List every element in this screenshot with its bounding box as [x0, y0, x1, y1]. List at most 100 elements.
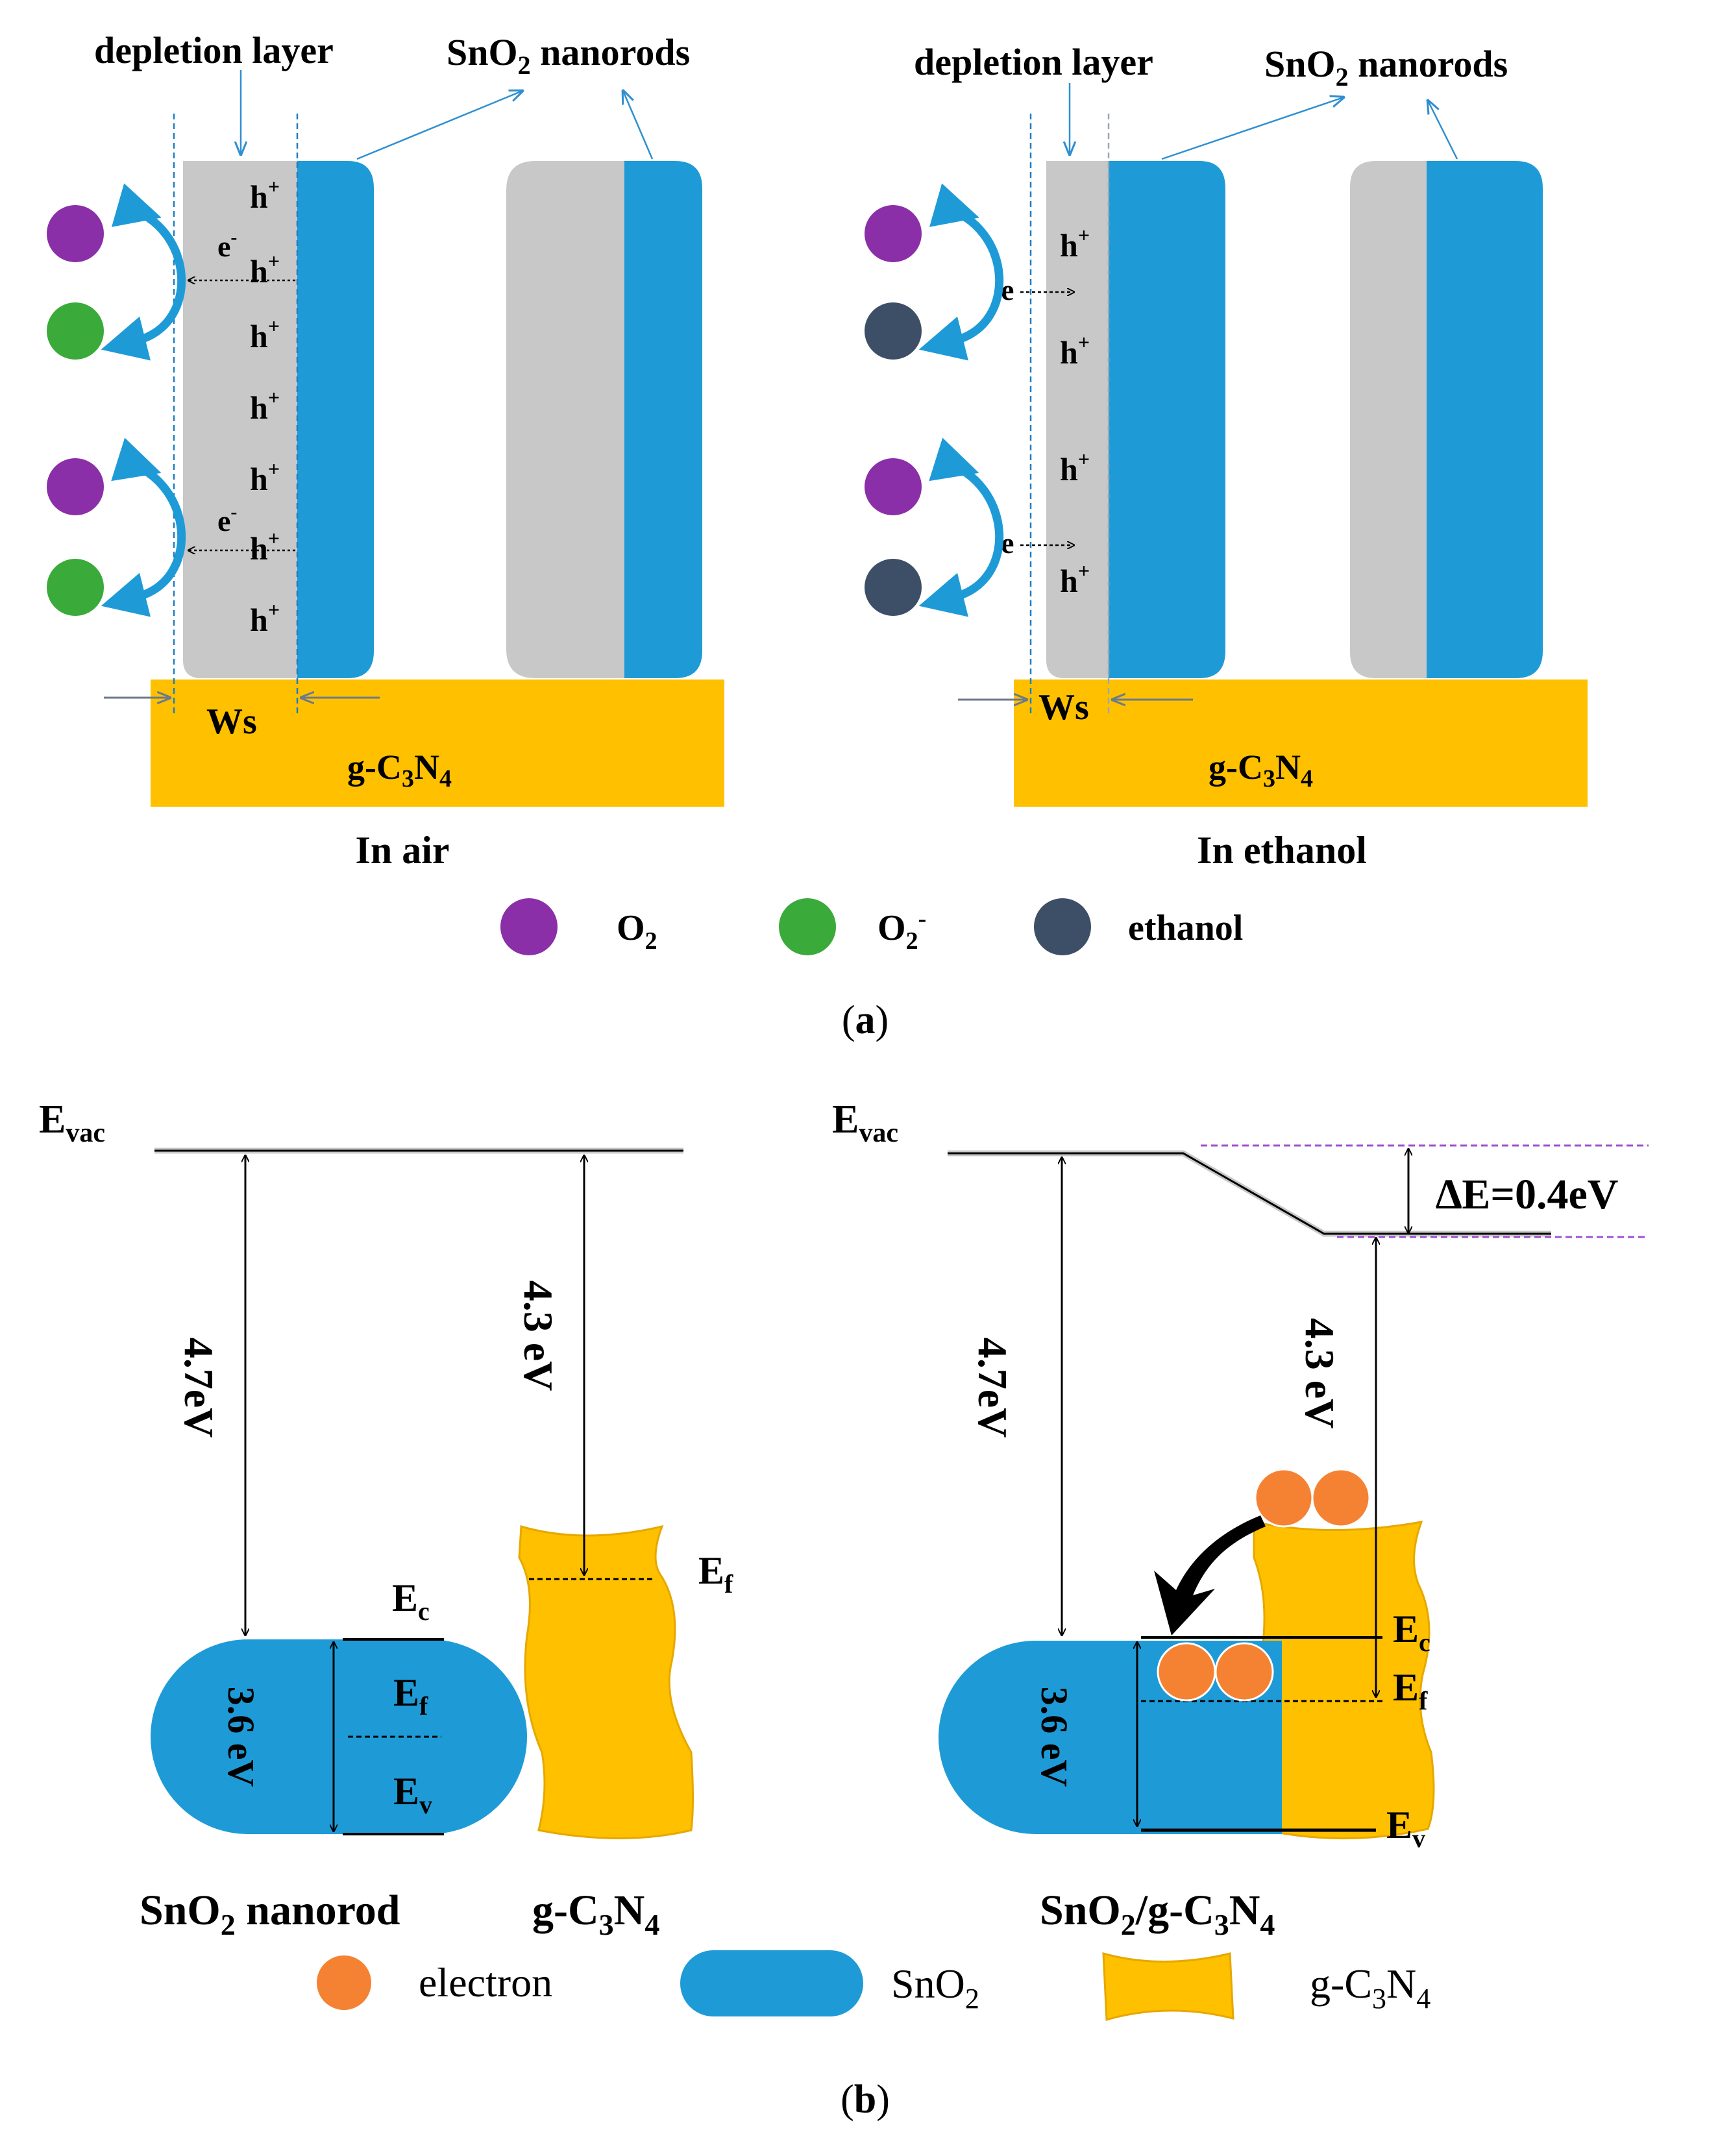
ev-label: Ev: [1386, 1804, 1425, 1853]
hole-7: h+: [250, 598, 280, 638]
sno2-nanorod: [1109, 161, 1225, 678]
o2-molecule-2: [47, 458, 104, 515]
delta-e-label: ∆E=0.4eV: [1436, 1171, 1618, 1218]
electron-label-1: e-: [217, 227, 237, 263]
legend-sno2-swatch: [680, 1950, 863, 2016]
hole-5: h+: [250, 457, 280, 497]
sno2-band-body: [151, 1639, 527, 1834]
o2-molecule-1: [47, 205, 104, 262]
sno2-work-function-label: 4.7eV: [176, 1338, 222, 1438]
electron-label-1: e: [1001, 273, 1014, 306]
sno2-bandgap-label: 3.6 eV: [220, 1687, 262, 1787]
nanorods-label: SnO2 nanorods: [1264, 43, 1508, 92]
nanorod-2-sno2: [624, 161, 702, 678]
adsorption-arrow-2: [101, 437, 186, 617]
electron-gcn-2: [1311, 1468, 1371, 1528]
substrate-label: g-C3N4: [1209, 748, 1313, 792]
electron-gcn-1: [1254, 1468, 1314, 1528]
o2-minus-molecule-1: [47, 302, 104, 360]
ef-label-gcn: Ef: [698, 1549, 733, 1599]
panel-b-legend: electron SnO2 g-C3N4: [317, 1950, 1430, 2021]
nanorods-pointer-2: [623, 91, 654, 160]
nanorod-2-depletion: [506, 161, 624, 678]
hole-3: h+: [1060, 447, 1090, 487]
legend-o2-minus-swatch: [779, 898, 836, 955]
vacuum-level-bent-core: [948, 1152, 1551, 1235]
ec-label: Ec: [392, 1576, 430, 1626]
caption-in-ethanol: In ethanol: [1197, 829, 1367, 872]
gcn-work-function-label: 4.3 eV: [515, 1280, 561, 1391]
sno2-nanorod: [297, 161, 374, 678]
hole-3: h+: [250, 314, 280, 354]
ws-label: Ws: [1038, 687, 1089, 728]
hole-1: h+: [1060, 223, 1090, 263]
hole-6: h+: [250, 526, 280, 567]
gcn-work-function-label: 4.3 eV: [1297, 1318, 1343, 1429]
nanorods-pointer-1: [1161, 97, 1344, 160]
depletion-layer: [1046, 161, 1109, 678]
legend-ethanol-swatch: [1034, 898, 1091, 955]
evac-label: Evac: [39, 1097, 105, 1148]
caption-in-air: In air: [355, 829, 449, 872]
nanorods-pointer-1: [356, 91, 522, 160]
sno2-work-function-label: 4.7eV: [970, 1338, 1016, 1438]
panel-b-left: Evac 3.6 eV 4.7eV Ec Ef Ev 4.3 eV Ef SnO…: [39, 1097, 733, 1941]
panel-a-label: (a): [842, 998, 889, 1042]
nanorod-2-depletion: [1350, 161, 1427, 678]
reaction-arrow-2: [918, 437, 1004, 617]
evac-label: Evac: [832, 1097, 898, 1148]
holes: h+ h+ h+ h+ h+ h+ h+: [250, 175, 280, 638]
ev-label: Ev: [393, 1770, 432, 1819]
depletion-layer: [183, 161, 297, 678]
hole-1: h+: [250, 175, 280, 215]
hole-2: h+: [250, 249, 280, 289]
panel-b-right: Evac ∆E=0.4eV 3.6 eV 4.7eV 4.3 eV Ec Ef …: [832, 1097, 1649, 1941]
ec-label: Ec: [1393, 1608, 1430, 1657]
heterojunction-label: SnO2/g-C3N4: [1040, 1887, 1275, 1941]
holes: h+ h+ h+ h+: [1060, 223, 1090, 599]
nanorods-pointer-2: [1428, 101, 1458, 160]
hole-2: h+: [1060, 330, 1090, 371]
electron-label-2: e: [1001, 526, 1014, 559]
ws-label: Ws: [206, 702, 257, 742]
panel-a-right: depletion layer SnO2 nanorods h+ h+ h+ h…: [865, 41, 1588, 872]
ef-label: Ef: [1393, 1666, 1428, 1715]
sno2-nanorod-label: SnO2 nanorod: [140, 1887, 400, 1941]
panel-b-label: (b): [841, 2077, 890, 2122]
panel-a-left: depletion layer SnO2 nanorods h+ h+ h+ h…: [47, 29, 724, 872]
bandgap-label: 3.6 eV: [1033, 1687, 1075, 1787]
legend-gcn-label: g-C3N4: [1310, 1961, 1430, 2015]
gcn-label: g-C3N4: [532, 1887, 659, 1941]
legend-o2-label: O2: [617, 908, 657, 955]
panel-a-legend: O2 O2- ethanol: [500, 898, 1243, 955]
legend-gcn-swatch: [1102, 1952, 1234, 2021]
o2-molecule-2: [865, 458, 922, 515]
substrate-gcn: [151, 680, 724, 807]
electron-label-2: e-: [217, 501, 237, 537]
nanorod-2-sno2: [1427, 161, 1543, 678]
nanorods-label: SnO2 nanorods: [447, 31, 690, 80]
depletion-layer-label: depletion layer: [94, 29, 334, 71]
substrate-label: g-C3N4: [347, 748, 452, 792]
legend-electron-swatch: [317, 1955, 371, 2010]
ethanol-molecule-1: [865, 302, 922, 360]
o2-molecule-1: [865, 205, 922, 262]
depletion-layer-label: depletion layer: [914, 41, 1153, 83]
hole-4: h+: [250, 386, 280, 426]
adsorption-arrow-1: [101, 183, 186, 361]
electron-sno2-1: [1157, 1642, 1216, 1702]
legend-electron-label: electron: [419, 1959, 552, 2005]
ef-label-sno2: Ef: [393, 1671, 428, 1721]
electron-transfer-arrow: [1154, 1515, 1266, 1635]
legend-o2-minus-label: O2-: [878, 905, 926, 955]
legend-ethanol-label: ethanol: [1128, 908, 1243, 948]
o2-minus-molecule-2: [47, 559, 104, 616]
substrate-gcn: [1014, 680, 1588, 807]
hole-4: h+: [1060, 559, 1090, 599]
electron-sno2-2: [1214, 1642, 1274, 1702]
ethanol-molecule-2: [865, 559, 922, 616]
gcn-band-body: [518, 1525, 694, 1839]
legend-sno2-label: SnO2: [891, 1961, 979, 2015]
